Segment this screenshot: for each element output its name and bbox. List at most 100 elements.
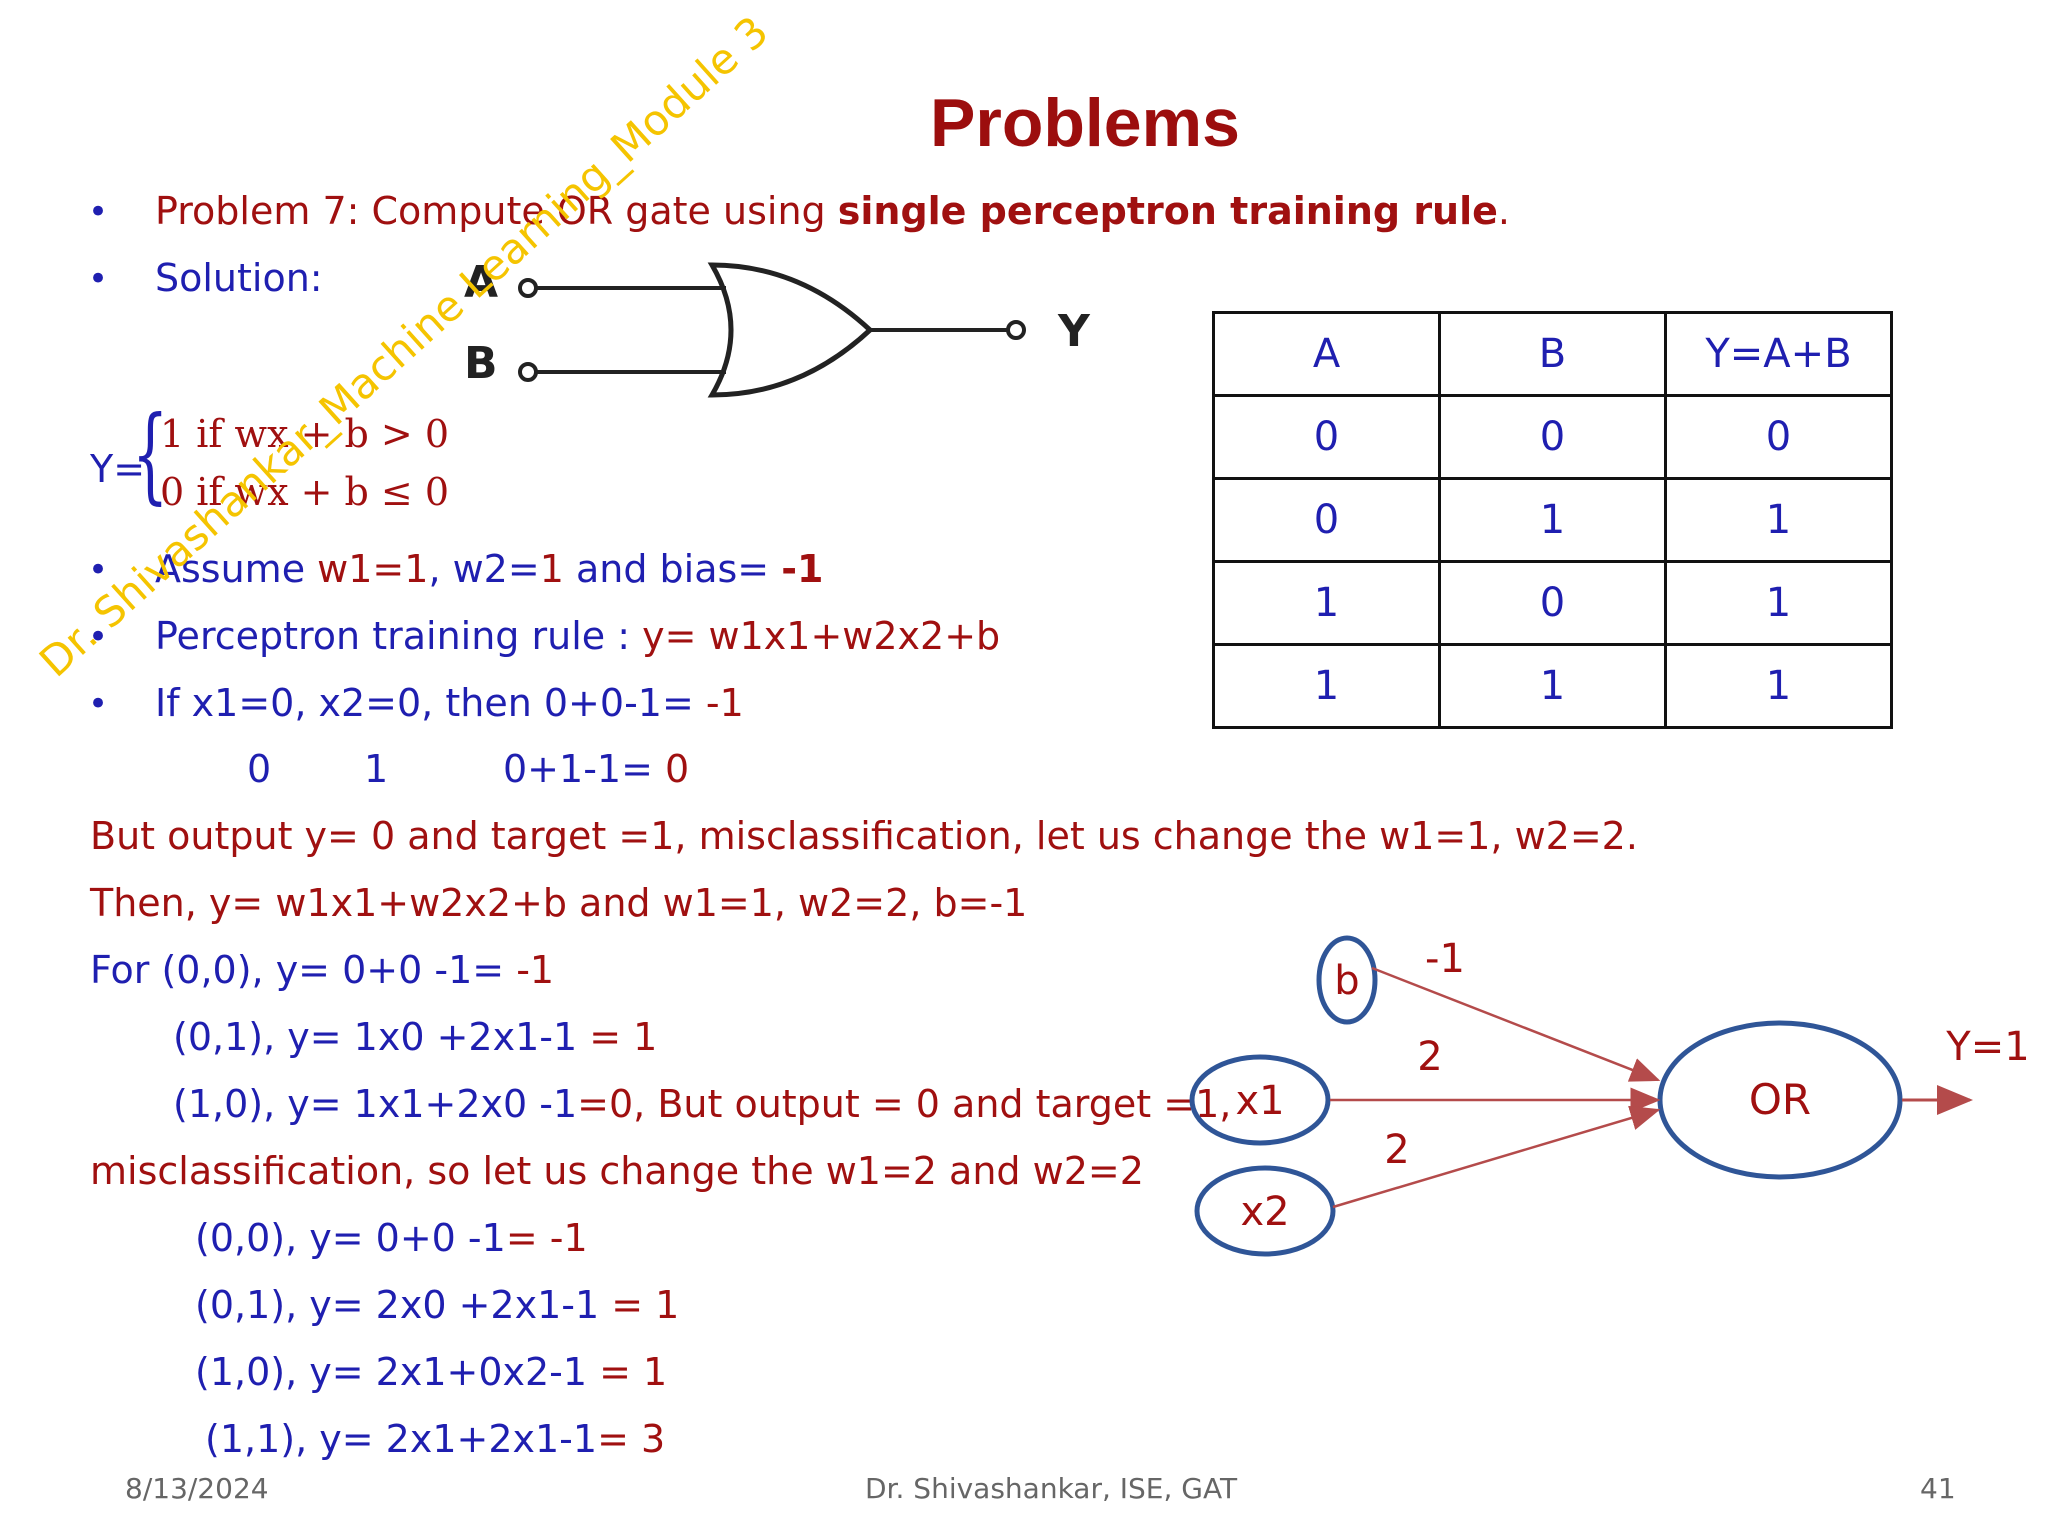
assume-text: Assume xyxy=(155,547,318,591)
bias-node xyxy=(1316,935,1378,1025)
or-node-label: OR xyxy=(1749,1075,1811,1124)
table-cell: 1 xyxy=(1664,560,1893,646)
assume-bias-label: and bias= xyxy=(563,547,782,591)
case-2-result: 0 xyxy=(665,747,690,791)
misclassification-line-1: But output y= 0 and target =1, misclassi… xyxy=(90,814,1638,858)
problem-suffix: . xyxy=(1497,189,1511,233)
header-b: B xyxy=(1438,311,1667,397)
eval2-10-line: (1,0), y= 2x1+0x2-1 = 1 xyxy=(195,1349,667,1395)
table-cell: 1 xyxy=(1438,477,1667,563)
eval2-11-expr: (1,1), y= 2x1+2x1-1 xyxy=(205,1417,598,1461)
w1-weight-label: 2 xyxy=(1417,1034,1442,1080)
table-row: 1 0 1 xyxy=(1212,560,1893,646)
table-row: 0 1 1 xyxy=(1212,477,1893,563)
truth-table: A B Y=A+B 0 0 0 0 1 1 1 0 1 1 1 1 xyxy=(1212,311,1893,729)
table-cell: 1 xyxy=(1664,643,1893,729)
table-cell: 1 xyxy=(1212,643,1441,729)
piecewise-case-1: 1 if wx + b > 0 xyxy=(160,412,450,456)
case-2-x1: 0 xyxy=(247,747,272,791)
eval2-00-expr: (0,0), y= 0+0 -1 xyxy=(195,1216,506,1260)
bullet-dot: • xyxy=(88,259,109,299)
eval2-00-result: = -1 xyxy=(505,1216,588,1260)
or-gate-body xyxy=(707,262,874,398)
truth-table-header-row: A B Y=A+B xyxy=(1212,311,1893,397)
eval2-01-line: (0,1), y= 2x0 +2x1-1 = 1 xyxy=(195,1282,679,1328)
piecewise-brace: { xyxy=(132,393,169,515)
assume-line: Assume w1=1, w2=1 and bias= -1 xyxy=(155,546,823,592)
x1-node xyxy=(1189,1054,1331,1146)
eval-10-result: =0, But output = 0 and target =1, xyxy=(577,1082,1232,1126)
case-2-x2: 1 xyxy=(364,747,389,791)
table-cell: 1 xyxy=(1212,560,1441,646)
table-cell: 1 xyxy=(1438,643,1667,729)
gate-input-a-terminal xyxy=(518,278,538,298)
bias-weight-label: -1 xyxy=(1425,936,1465,982)
x2-edge xyxy=(1332,1105,1661,1209)
case-2-calc: 0+1-1= 0 xyxy=(503,746,689,792)
eval-00-line: For (0,0), y= 0+0 -1= -1 xyxy=(90,947,554,993)
eval2-10-expr: (1,0), y= 2x1+0x2-1 xyxy=(195,1350,600,1394)
case-1-text: If x1=0, x2=0, then 0+0-1= xyxy=(155,681,706,725)
rule-label: Perceptron training rule : xyxy=(155,614,643,658)
footer-page-number: 41 xyxy=(1920,1472,1956,1505)
gate-output-terminal xyxy=(1006,320,1026,340)
table-cell: 0 xyxy=(1438,560,1667,646)
perceptron-diagram: b x1 x2 OR -1 2 2 Y=1 xyxy=(1189,935,2030,1257)
gate-output-label: Y xyxy=(1057,306,1091,357)
table-row: 0 0 0 xyxy=(1212,394,1893,480)
assume-bias-value: -1 xyxy=(781,547,824,591)
case-1-line: If x1=0, x2=0, then 0+0-1= -1 xyxy=(155,680,744,726)
piecewise-lhs: Y= xyxy=(90,447,146,491)
or-gate-symbol: A B Y xyxy=(464,257,1091,398)
w2-weight-label: 2 xyxy=(1384,1127,1409,1173)
piecewise-case-2: 0 if wx + b ≤ 0 xyxy=(160,470,450,514)
gate-input-a-label: A xyxy=(464,257,498,308)
footer-author: Dr. Shivashankar, ISE, GAT xyxy=(865,1472,1238,1505)
problem-text: Problem 7: Compute OR gate using xyxy=(155,189,838,233)
x2-node-label: x2 xyxy=(1240,1189,1289,1235)
eval-01-result: = 1 xyxy=(589,1015,658,1059)
eval-00-expr: For (0,0), y= 0+0 -1= xyxy=(90,948,517,992)
bullet-dot: • xyxy=(88,684,109,724)
table-cell: 0 xyxy=(1212,477,1441,563)
table-row: 1 1 1 xyxy=(1212,643,1893,729)
eval2-01-expr: (0,1), y= 2x0 +2x1-1 xyxy=(195,1283,612,1327)
x1-node-label: x1 xyxy=(1235,1078,1284,1124)
solution-label: Solution: xyxy=(155,256,323,300)
eval2-10-result: = 1 xyxy=(599,1350,668,1394)
bullet-dot: • xyxy=(88,192,109,232)
problem-bold-text: single perceptron training rule xyxy=(837,189,1498,233)
update-weights-line: Then, y= w1x1+w2x2+b and w1=1, w2=2, b=-… xyxy=(90,881,1028,925)
assume-w2-label: , w2= xyxy=(428,547,540,591)
table-cell: 1 xyxy=(1664,477,1893,563)
rule-line: Perceptron training rule : y= w1x1+w2x2+… xyxy=(155,613,1000,659)
problem-statement: Problem 7: Compute OR gate using single … xyxy=(155,188,1510,234)
eval2-00-line: (0,0), y= 0+0 -1= -1 xyxy=(195,1215,588,1261)
assume-w2-value: 1 xyxy=(539,547,564,591)
slide-title: Problems xyxy=(930,85,1240,161)
eval-01-line: (0,1), y= 1x0 +2x1-1 = 1 xyxy=(173,1014,657,1060)
table-cell: 0 xyxy=(1664,394,1893,480)
bias-edge xyxy=(1371,966,1661,1082)
bias-node-label: b xyxy=(1334,958,1359,1004)
case-1-result: -1 xyxy=(705,681,744,725)
header-a: A xyxy=(1212,311,1441,397)
rule-formula: y= w1x1+w2x2+b xyxy=(642,614,1001,658)
header-y: Y=A+B xyxy=(1664,311,1893,397)
eval-10-expr: (1,0), y= 1x1+2x0 -1 xyxy=(173,1082,578,1126)
output-label: Y=1 xyxy=(1945,1024,2029,1070)
eval-00-result: -1 xyxy=(516,948,555,992)
eval2-11-result: = 3 xyxy=(597,1417,666,1461)
bullet-dot: • xyxy=(88,617,109,657)
misclassification-line-2: misclassification, so let us change the … xyxy=(90,1149,1144,1193)
gate-input-b-terminal xyxy=(518,362,538,382)
assume-w1: w1=1 xyxy=(317,547,429,591)
bullet-dot: • xyxy=(88,550,109,590)
gate-input-b-label: B xyxy=(464,338,498,389)
case-2-expression: 0+1-1= xyxy=(503,747,666,791)
eval-01-expr: (0,1), y= 1x0 +2x1-1 xyxy=(173,1015,590,1059)
table-cell: 0 xyxy=(1438,394,1667,480)
table-cell: 0 xyxy=(1212,394,1441,480)
eval-10-line: (1,0), y= 1x1+2x0 -1=0, But output = 0 a… xyxy=(173,1081,1231,1127)
eval2-01-result: = 1 xyxy=(611,1283,680,1327)
